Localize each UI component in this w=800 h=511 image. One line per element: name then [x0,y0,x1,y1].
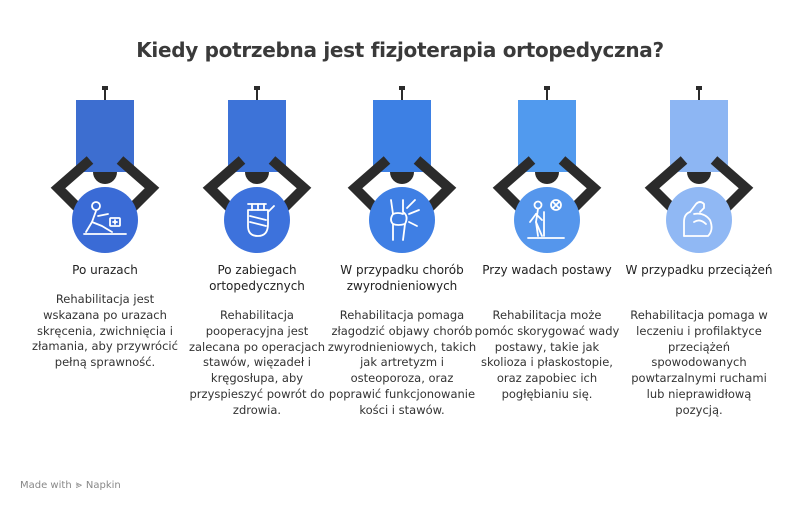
knee-joint-icon [390,199,420,241]
robot-gripper-graphic [50,86,160,253]
item-card-3: W przypadku chorób zwyrodnieniowych Reha… [327,0,477,511]
item-description: Rehabilitacja pomaga w leczeniu i profil… [630,308,768,417]
napkin-logo-icon: ⪢ [75,478,82,491]
robot-gripper-graphic [492,86,602,253]
item-heading: W przypadku przeciążeń [625,263,773,277]
item-description: Rehabilitacja pooperacyjna jest zalecana… [188,308,326,417]
item-heading: Po urazach [72,263,138,277]
item-card-4: Przy wadach postawy Rehabilitacja może p… [472,0,622,511]
robot-gripper-graphic [202,86,312,253]
injured-person-icon [83,201,127,235]
item-description: Rehabilitacja jest wskazana po urazach s… [32,292,178,370]
posture-icon [527,199,565,239]
item-description: Rehabilitacja może pomóc skorygować wady… [474,308,620,401]
item-description: Rehabilitacja pomaga złagodzić objawy ch… [327,308,477,417]
item-card-2: Po zabiegach ortopedycznych Rehabilitacj… [182,0,332,511]
item-heading: Przy wadach postawy [482,263,612,277]
footer-attribution: Made with ⪢ Napkin [20,478,121,492]
item-card-1: Po urazach Rehabilitacja jest wskazana p… [30,0,180,511]
item-heading: Po zabiegach ortopedycznych [209,263,305,293]
page-title: Kiedy potrzebna jest fizjoterapia ortope… [136,38,664,62]
item-card-5: W przypadku przeciążeń Rehabilitacja pom… [624,0,774,511]
bandaged-hand-icon [247,203,275,237]
flexed-arm-icon [683,201,713,237]
brand-label: Napkin [85,479,121,491]
item-heading: W przypadku chorób zwyrodnieniowych [340,263,464,293]
robot-gripper-graphic [644,86,754,253]
robot-gripper-graphic [347,86,457,253]
made-with-label: Made with [20,479,72,491]
